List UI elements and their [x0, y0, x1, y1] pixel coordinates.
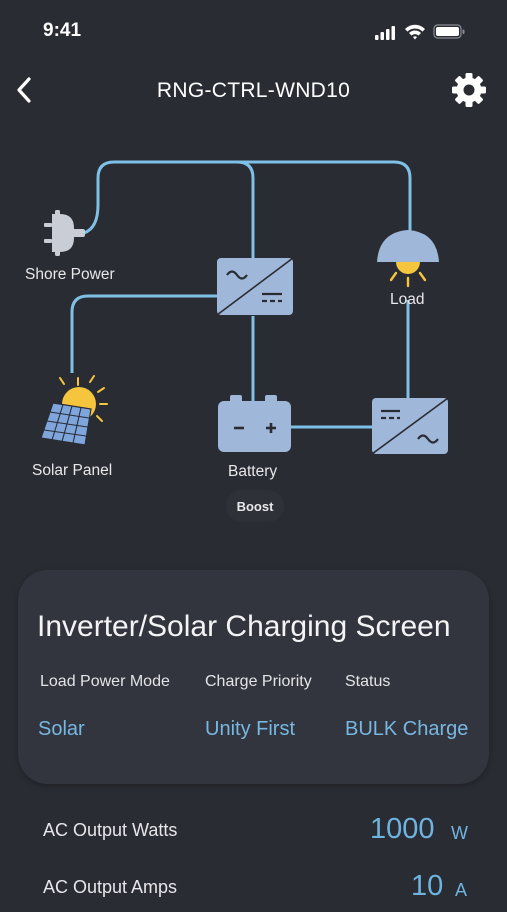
charge-priority-value: Unity First: [205, 718, 295, 740]
stat-row-ac-output-watts: AC Output Watts 1000 W: [0, 800, 507, 856]
page-title: RNG-CTRL-WND10: [156, 79, 351, 102]
nav-bar: RNG-CTRL-WND10: [0, 60, 507, 120]
charge-priority-label: Charge Priority: [205, 673, 312, 690]
stat-unit: A: [455, 880, 468, 900]
shore-power-label: Shore Power: [25, 266, 115, 283]
plug-icon: [44, 210, 85, 256]
stat-unit: W: [451, 823, 468, 843]
charging-info-card: Inverter/Solar Charging Screen Load Powe…: [18, 570, 489, 784]
card-title: Inverter/Solar Charging Screen: [37, 610, 451, 643]
power-flow-diagram: Shore Power Load Solar Panel Battery: [0, 120, 507, 540]
gear-icon: [452, 73, 486, 107]
load-label: Load: [390, 291, 425, 308]
power-flow-svg: [40, 160, 449, 455]
solar-panel-icon: [40, 375, 108, 446]
status-value: BULK Charge: [345, 718, 469, 740]
wifi-icon: [405, 24, 425, 40]
settings-button[interactable]: [449, 70, 489, 110]
stat-label: AC Output Amps: [43, 877, 178, 897]
connection-lines: [70, 160, 412, 429]
converter-icon: [371, 397, 449, 455]
battery-mode-badge: Boost: [226, 490, 284, 522]
stat-label: AC Output Watts: [43, 820, 178, 840]
status-label: Status: [345, 673, 391, 690]
battery-icon: [433, 24, 465, 39]
stat-value: 1000: [370, 813, 435, 845]
battery-label: Battery: [228, 463, 278, 480]
load-power-mode-label: Load Power Mode: [40, 673, 170, 690]
load-power-mode-value: Solar: [38, 718, 85, 740]
back-button[interactable]: [6, 70, 42, 110]
solar-panel-label: Solar Panel: [32, 462, 113, 479]
status-bar: 9:41: [0, 0, 507, 60]
status-time: 9:41: [43, 20, 82, 41]
cellular-signal-icon: [375, 26, 395, 40]
status-icons: [375, 24, 465, 40]
inverter-icon: [216, 257, 294, 316]
battery-storage-icon: [218, 395, 291, 452]
chevron-left-icon: [17, 77, 31, 103]
lamp-icon: [377, 230, 439, 288]
stat-row-ac-output-amps: AC Output Amps 10 A: [0, 856, 507, 912]
stat-value: 10: [411, 870, 444, 902]
